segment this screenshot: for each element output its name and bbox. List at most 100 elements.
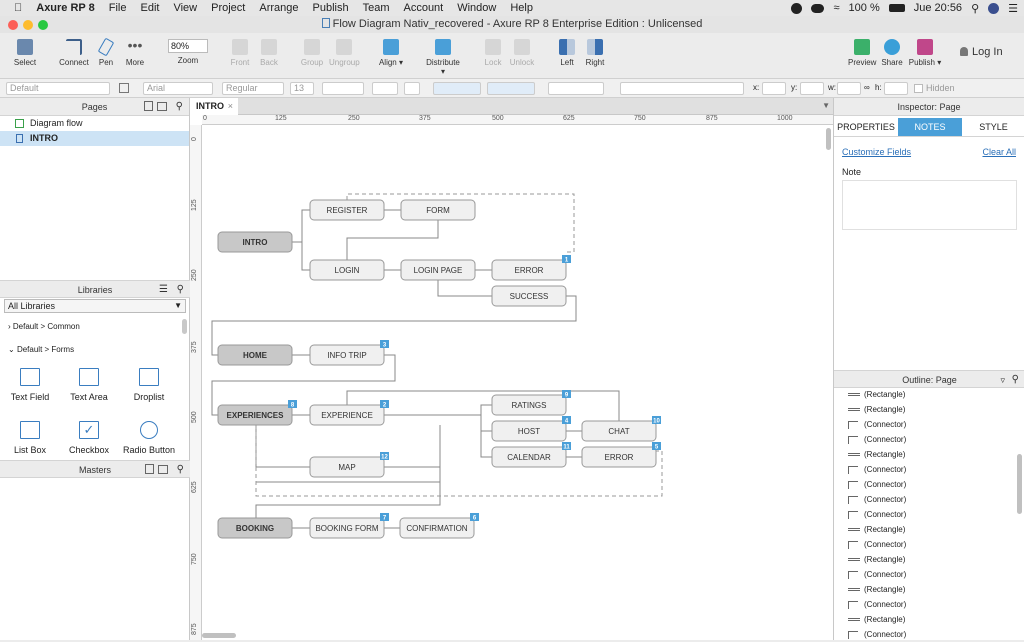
menu-window[interactable]: Window — [448, 2, 496, 14]
outline-item[interactable]: (Connector) — [834, 477, 1014, 492]
menu-view[interactable]: View — [165, 2, 197, 14]
connector-line[interactable] — [346, 390, 620, 421]
menu-app[interactable]: Axure RP 8 — [28, 2, 95, 14]
font-select[interactable]: Arial — [143, 82, 213, 95]
more-tools-button[interactable]: •••More — [125, 37, 145, 67]
spotlight-icon[interactable]: ⚲ — [971, 2, 980, 15]
height-field[interactable] — [884, 82, 908, 95]
diagram-node-login[interactable]: LOGIN — [309, 259, 385, 281]
outline-item[interactable]: (Connector) — [834, 597, 1014, 612]
library-item-checkbox[interactable]: ✓Checkbox — [68, 421, 110, 455]
dashed-connector[interactable] — [346, 193, 575, 253]
library-item-droplist[interactable]: Droplist — [119, 368, 179, 402]
font-weight-select[interactable]: Regular — [222, 82, 284, 95]
library-scrollbar[interactable] — [182, 319, 187, 334]
diagram-node-booking[interactable]: BOOKING — [217, 517, 293, 539]
bring-front-button[interactable]: Front — [229, 39, 251, 67]
battery-status[interactable]: 100 % — [848, 2, 880, 14]
diagram-node-form[interactable]: FORM — [400, 199, 476, 221]
menu-file[interactable]: File — [100, 2, 127, 14]
menu-arrange[interactable]: Arrange — [251, 2, 298, 14]
search-icon[interactable]: ⚲ — [175, 101, 183, 112]
text-style-buttons[interactable] — [322, 82, 364, 95]
outline-item[interactable]: (Rectangle) — [834, 447, 1014, 462]
horizontal-scrollbar[interactable] — [202, 633, 236, 638]
menu-edit[interactable]: Edit — [132, 2, 159, 14]
menu-project[interactable]: Project — [202, 2, 245, 14]
diagram-node-intro[interactable]: INTRO — [217, 231, 293, 253]
bullet-button[interactable] — [404, 82, 420, 95]
filter-icon[interactable]: ▿ — [1000, 375, 1005, 385]
vertical-scrollbar[interactable] — [826, 128, 831, 150]
library-item-text-field[interactable]: Text Field — [0, 368, 60, 402]
connector-line[interactable] — [480, 415, 492, 432]
connect-tool[interactable]: Connect — [58, 39, 90, 67]
add-page-icon[interactable] — [144, 101, 153, 111]
tab-menu-icon[interactable]: ▼ — [822, 101, 830, 110]
style-select[interactable]: Default — [6, 82, 110, 95]
connector-line[interactable] — [384, 404, 492, 416]
note-textarea[interactable] — [842, 180, 1017, 230]
creative-cloud-icon[interactable] — [811, 3, 825, 13]
customize-fields-link[interactable]: Customize Fields — [842, 147, 912, 157]
send-back-button[interactable]: Back — [258, 39, 280, 67]
minimize-window-button[interactable] — [23, 20, 33, 30]
menu-team[interactable]: Team — [354, 2, 390, 14]
hidden-checkbox[interactable] — [914, 84, 923, 93]
close-tab-icon[interactable]: × — [227, 101, 233, 111]
apple-icon[interactable]:  — [0, 2, 29, 14]
library-item-radio-button[interactable]: Radio Button — [119, 421, 179, 455]
notification-center-icon[interactable]: ☰ — [1008, 2, 1018, 15]
left-pane-toggle[interactable]: Left — [556, 39, 578, 67]
skype-icon[interactable] — [791, 2, 803, 14]
library-group-forms[interactable]: ⌄ Default > Forms — [8, 345, 75, 354]
connector-line[interactable] — [211, 295, 577, 356]
outline-item[interactable]: (Rectangle) — [834, 402, 1014, 417]
diagram-node-register[interactable]: REGISTER — [309, 199, 385, 221]
outline-scrollbar[interactable] — [1017, 454, 1022, 514]
outline-item[interactable]: (Rectangle) — [834, 582, 1014, 597]
line-style-buttons[interactable] — [620, 82, 744, 95]
ungroup-button[interactable]: Ungroup — [329, 39, 360, 67]
connector-line[interactable] — [437, 280, 492, 297]
page-item-intro[interactable]: INTRO — [0, 131, 189, 146]
width-field[interactable] — [837, 82, 861, 95]
align-button[interactable]: Align ▾ — [378, 39, 404, 67]
font-size-select[interactable]: 13 — [290, 82, 314, 95]
outline-item[interactable]: (Connector) — [834, 567, 1014, 582]
login-button[interactable]: Log In — [960, 46, 1003, 58]
clock[interactable]: Jue 20:56 — [913, 2, 963, 14]
library-menu-icon[interactable]: ☰ — [159, 284, 168, 295]
tab-properties[interactable]: PROPERTIES — [837, 122, 895, 132]
outline-item[interactable]: (Connector) — [834, 537, 1014, 552]
wifi-icon[interactable]: ≈ — [833, 2, 840, 14]
outline-search-icon[interactable]: ⚲ — [1011, 374, 1019, 385]
add-master-folder-icon[interactable] — [158, 465, 168, 474]
right-pane-toggle[interactable]: Right — [584, 39, 606, 67]
tab-intro[interactable]: INTRO× — [190, 98, 238, 115]
outline-item[interactable]: (Connector) — [834, 492, 1014, 507]
preview-button[interactable]: Preview — [848, 39, 876, 67]
pen-tool[interactable]: Pen — [95, 37, 117, 67]
connector-line[interactable] — [255, 425, 441, 518]
library-group-common[interactable]: › Default > Common — [8, 322, 80, 331]
library-select[interactable]: All Libraries ▼ — [4, 299, 186, 313]
diagram-node-home[interactable]: HOME — [217, 344, 293, 366]
library-search-icon[interactable]: ⚲ — [176, 284, 184, 295]
style-edit-icon[interactable] — [119, 83, 129, 93]
zoom-select[interactable]: 80% — [168, 39, 208, 53]
x-field[interactable] — [762, 82, 786, 95]
page-item-diagram-flow[interactable]: Diagram flow — [0, 116, 189, 131]
clear-all-link[interactable]: Clear All — [982, 147, 1016, 157]
outline-item[interactable]: (Connector) — [834, 462, 1014, 477]
outline-item[interactable]: (Connector) — [834, 432, 1014, 447]
close-window-button[interactable] — [8, 20, 18, 30]
library-item-text-area[interactable]: Text Area — [59, 368, 119, 402]
share-button[interactable]: Share — [880, 39, 904, 67]
add-folder-icon[interactable] — [157, 102, 167, 111]
